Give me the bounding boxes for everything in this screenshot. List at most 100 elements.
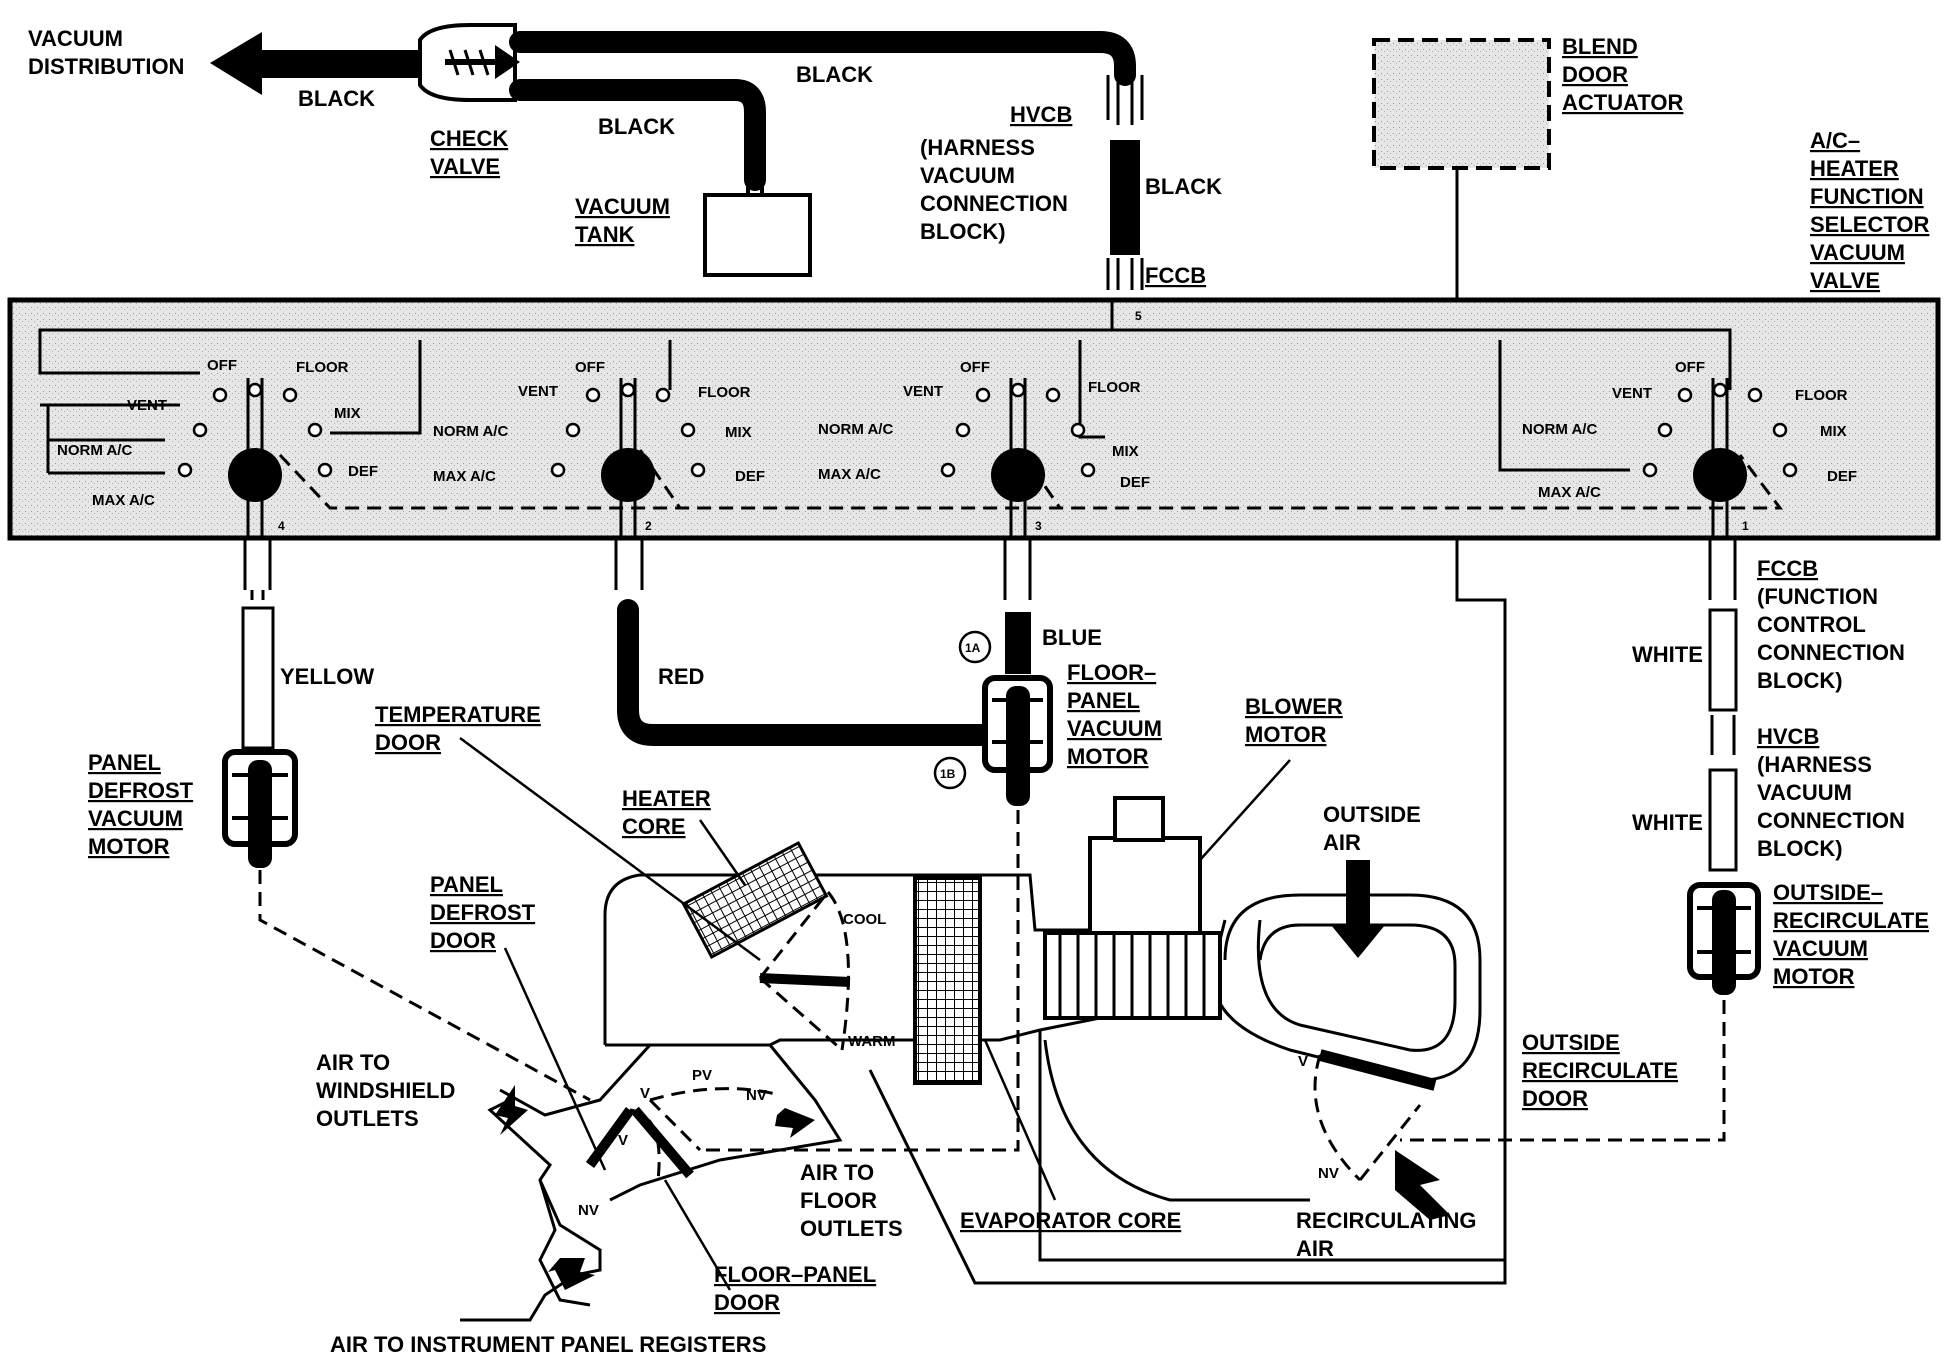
dial-label-vent: VENT [903, 383, 943, 400]
svg-text:OUTSIDE: OUTSIDE [1522, 1030, 1620, 1055]
label-fccb-right: FCCB [1757, 556, 1818, 581]
panel-defrost-link [258, 870, 591, 1102]
svg-text:OUTSIDE: OUTSIDE [1323, 802, 1421, 827]
label-temperature-door: TEMPERATURE DOOR [375, 702, 541, 755]
label-vacuum-tank: VACUUM TANK [575, 194, 670, 247]
dial-label-mix: MIX [1112, 443, 1139, 460]
label-door-v2: V [618, 1132, 628, 1149]
label-hvcb-top-desc: (HARNESS VACUUM CONNECTION BLOCK) [920, 135, 1068, 244]
switch-contact [1657, 422, 1673, 438]
svg-text:CORE: CORE [622, 814, 686, 839]
label-vacuum-distribution: VACUUM DISTRIBUTION [28, 26, 184, 79]
svg-text:DISTRIBUTION: DISTRIBUTION [28, 54, 184, 79]
dial-label-floor: FLOOR [1088, 379, 1141, 396]
switch-contact [1070, 422, 1086, 438]
switch-contact [975, 387, 991, 403]
selector-stem [246, 378, 264, 538]
svg-text:A/C–: A/C– [1810, 128, 1860, 153]
svg-text:FLOOR–PANEL: FLOOR–PANEL [714, 1262, 876, 1287]
svg-text:VACUUM: VACUUM [1067, 716, 1162, 741]
label-white-1: WHITE [1632, 642, 1703, 667]
svg-text:VACUUM: VACUUM [88, 806, 183, 831]
dial-label-max: MAX A/C [818, 466, 881, 483]
label-door-nv2: NV [746, 1087, 767, 1104]
label-door-nv1: NV [578, 1202, 599, 1219]
floor-air-arrow [775, 1108, 815, 1138]
switch-contact [177, 462, 193, 478]
switch-contact [1772, 422, 1788, 438]
dial-label-def: DEF [735, 468, 765, 485]
dial-label-def: DEF [348, 463, 378, 480]
red-hose [614, 538, 996, 746]
label-black-hvcb: BLACK [1145, 174, 1222, 199]
dial-label-norm: NORM A/C [57, 442, 132, 459]
recirculating-air-arrow [1395, 1150, 1450, 1220]
svg-text:BLOWER: BLOWER [1245, 694, 1343, 719]
defrost-outlet-left [487, 1098, 591, 1307]
dial-label-max: MAX A/C [1538, 484, 1601, 501]
svg-text:1B: 1B [940, 767, 956, 781]
switch-contact [317, 462, 333, 478]
switch-contact [1010, 382, 1026, 398]
switch-contact [690, 462, 706, 478]
svg-text:MOTOR: MOTOR [1773, 964, 1855, 989]
label-hvcb-right-desc: (HARNESS VACUUM CONNECTION BLOCK) [1757, 752, 1905, 861]
svg-text:VACUUM: VACUUM [1773, 936, 1868, 961]
svg-text:CONNECTION: CONNECTION [920, 191, 1068, 216]
svg-text:(FUNCTION: (FUNCTION [1757, 584, 1878, 609]
outside-recirculate-vacuum-motor [1687, 882, 1761, 995]
svg-text:CONNECTION: CONNECTION [1757, 808, 1905, 833]
svg-text:HEATER: HEATER [622, 786, 711, 811]
label-door-nv3: NV [1318, 1165, 1339, 1182]
leader-lines [459, 736, 1291, 1291]
svg-text:VACUUM: VACUUM [28, 26, 123, 51]
label-blower-motor: BLOWER MOTOR [1245, 694, 1343, 747]
dial-label-vent: VENT [1612, 385, 1652, 402]
label-recirculating-air: RECIRCULATING AIR [1296, 1208, 1476, 1261]
svg-text:FUNCTION: FUNCTION [1810, 184, 1924, 209]
label-black-mid: BLACK [598, 114, 675, 139]
label-check-valve: CHECK VALVE [430, 126, 508, 179]
svg-text:1A: 1A [965, 641, 981, 655]
label-floor-panel-motor: FLOOR– PANEL VACUUM MOTOR [1067, 660, 1162, 769]
vacuum-tank [703, 193, 812, 277]
black-hose-tank [509, 79, 766, 191]
svg-text:PANEL: PANEL [1067, 688, 1140, 713]
selector-valve-panel [7, 297, 1941, 541]
label-air-to-windshield: AIR TO WINDSHIELD OUTLETS [316, 1050, 455, 1131]
svg-text:HEATER: HEATER [1810, 156, 1899, 181]
label-outside-recirc-door: OUTSIDE RECIRCULATE DOOR [1522, 1030, 1678, 1111]
svg-text:CONTROL: CONTROL [1757, 612, 1866, 637]
blue-hose [1003, 538, 1032, 674]
dial-label-floor: FLOOR [698, 384, 751, 401]
svg-text:OUTSIDE–: OUTSIDE– [1773, 880, 1883, 905]
label-red: RED [658, 664, 704, 689]
svg-text:DOOR: DOOR [375, 730, 441, 755]
windshield-air-arrow [495, 1085, 528, 1135]
label-cool: COOL [843, 911, 886, 928]
switch-contact [247, 382, 263, 398]
switch-contact [940, 462, 956, 478]
switch-contact [1747, 387, 1763, 403]
label-warm: WARM [848, 1033, 896, 1050]
svg-text:MOTOR: MOTOR [1067, 744, 1149, 769]
label-panel-defrost-door: PANEL DEFROST DOOR [430, 872, 536, 953]
svg-text:CONNECTION: CONNECTION [1757, 640, 1905, 665]
switch-contact [307, 422, 323, 438]
svg-text:(HARNESS: (HARNESS [1757, 752, 1872, 777]
svg-text:VACUUM: VACUUM [575, 194, 670, 219]
svg-text:OUTLETS: OUTLETS [316, 1106, 419, 1131]
svg-text:MOTOR: MOTOR [1245, 722, 1327, 747]
switch-contact [655, 387, 671, 403]
label-blend-door-actuator: BLEND DOOR ACTUATOR [1562, 34, 1684, 115]
svg-text:PANEL: PANEL [430, 872, 503, 897]
floor-panel-door [631, 1087, 781, 1179]
port-1a-marker: 1A [958, 630, 992, 664]
svg-text:DOOR: DOOR [1562, 62, 1628, 87]
svg-text:VACUUM: VACUUM [1757, 780, 1852, 805]
switch-contact [212, 387, 228, 403]
dial-label-def: DEF [1120, 474, 1150, 491]
